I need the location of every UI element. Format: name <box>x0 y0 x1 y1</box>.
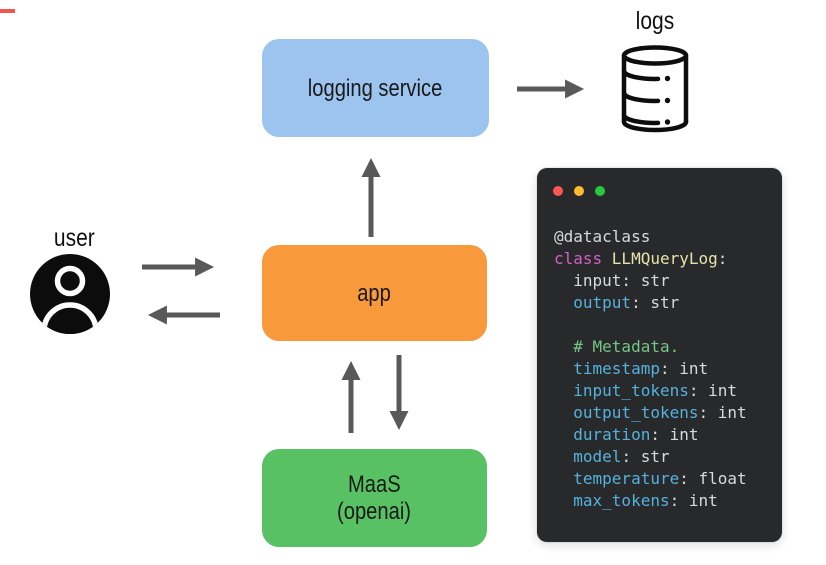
logs-label: logs <box>635 7 675 35</box>
code-line: # Metadata. <box>573 337 680 356</box>
traffic-light-dot <box>595 186 605 196</box>
user-label: user <box>53 224 95 252</box>
app-label: app <box>357 279 392 307</box>
code-line: @dataclass <box>554 227 651 246</box>
logging-service-label: logging service <box>308 74 443 102</box>
code-line: model: str <box>573 447 670 466</box>
code-line: input: str <box>554 271 670 290</box>
code-line: duration: int <box>573 425 699 444</box>
database-icon <box>621 45 689 133</box>
accent-dash <box>0 9 15 13</box>
traffic-lights <box>553 186 605 196</box>
app-box: app <box>262 245 487 341</box>
code-line: output_tokens: int <box>573 403 747 422</box>
user-icon <box>30 254 110 334</box>
maas-label-line1: MaaS <box>348 471 401 498</box>
maas-box: MaaS (openai) <box>262 449 487 547</box>
code-line: max_tokens: int <box>573 491 718 510</box>
traffic-light-dot <box>553 186 563 196</box>
logging-service-box: logging service <box>262 39 489 137</box>
code-line: output: str <box>573 293 680 312</box>
code-line: temperature: float <box>573 469 747 488</box>
code-line: input_tokens: int <box>573 381 738 400</box>
maas-label-line2: (openai) <box>337 498 412 525</box>
code-line: timestamp: int <box>573 359 709 378</box>
code-line: class LLMQueryLog: <box>554 249 728 268</box>
code-line <box>554 314 774 336</box>
traffic-light-dot <box>574 186 584 196</box>
